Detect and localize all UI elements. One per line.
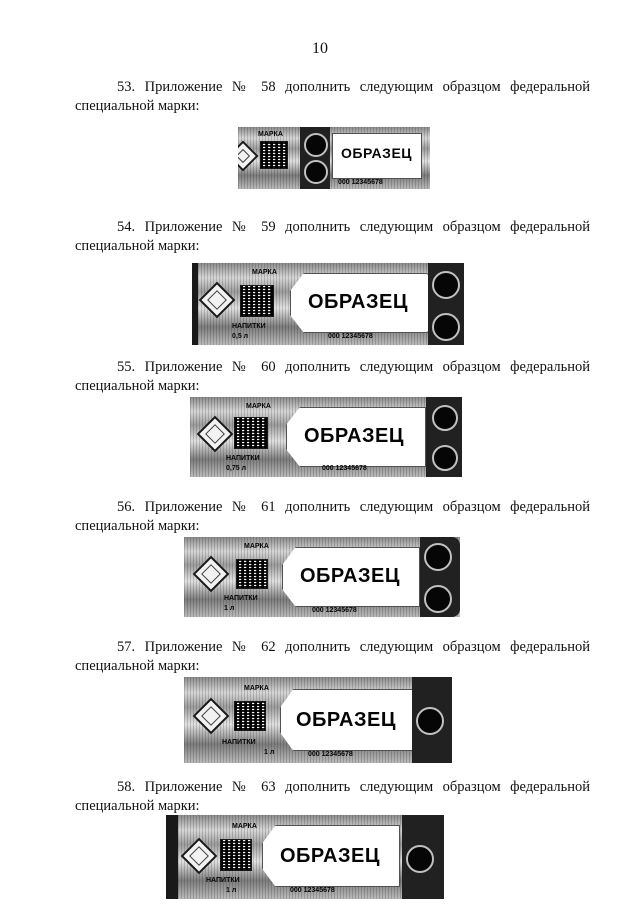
sample-panel xyxy=(282,547,420,607)
hologram-circle xyxy=(432,271,460,299)
hologram-circle xyxy=(416,707,444,735)
mark-label: МАРКА xyxy=(252,269,277,276)
serial-number: 000 12345678 xyxy=(290,887,335,894)
datamatrix-code xyxy=(220,839,252,871)
paragraph-line: 53. Приложение № 58 дополнить следующим … xyxy=(117,79,590,95)
sample-word: ОБРАЗЕЦ xyxy=(296,709,396,731)
drinks-label: НАПИТКИ xyxy=(232,323,266,330)
hologram-circle xyxy=(304,133,328,157)
datamatrix-code xyxy=(234,417,268,449)
stamp-sample-56: МАРКА НАПИТКИ 1 л ОБРАЗЕЦ 000 12345678 xyxy=(184,537,460,617)
emblem-icon xyxy=(196,415,234,453)
volume-label: 1 л xyxy=(224,605,235,612)
volume-label: 0,5 л xyxy=(232,333,249,340)
serial-number: 000 12345678 xyxy=(322,465,367,472)
stamp-sample-54: МАРКА НАПИТКИ 0,5 л ОБРАЗЕЦ 000 12345678 xyxy=(192,263,464,345)
drinks-label: НАПИТКИ xyxy=(226,455,260,462)
hologram-circle xyxy=(424,543,452,571)
sample-panel xyxy=(332,133,422,179)
paragraph-54: 54. Приложение № 59 дополнить следующим … xyxy=(75,218,590,256)
paragraph-58: 58. Приложение № 63 дополнить следующим … xyxy=(75,778,590,816)
paragraph-line: специальной марки: xyxy=(75,658,200,674)
hologram-circle xyxy=(432,313,460,341)
stamp-sample-57: МАРКА НАПИТКИ 1 л ОБРАЗЕЦ 000 12345678 xyxy=(184,677,452,763)
mark-label: МАРКА xyxy=(244,685,269,692)
paragraph-line: 57. Приложение № 62 дополнить следующим … xyxy=(117,639,590,655)
stamp-sample-58: МАРКА НАПИТКИ 1 л ОБРАЗЕЦ 000 12345678 xyxy=(166,815,444,899)
stamp-edge xyxy=(192,263,198,345)
paragraph-line: 55. Приложение № 60 дополнить следующим … xyxy=(117,359,590,375)
paragraph-55: 55. Приложение № 60 дополнить следующим … xyxy=(75,358,590,396)
hologram-circle xyxy=(406,845,434,873)
paragraph-line: специальной марки: xyxy=(75,98,200,114)
paragraph-57: 57. Приложение № 62 дополнить следующим … xyxy=(75,638,590,676)
paragraph-line: специальной марки: xyxy=(75,798,200,814)
hologram-circle xyxy=(432,405,458,431)
sample-word: ОБРАЗЕЦ xyxy=(341,145,413,161)
hologram-circle xyxy=(424,585,452,613)
datamatrix-code xyxy=(236,559,268,589)
emblem-icon xyxy=(192,697,230,735)
sample-panel xyxy=(262,825,400,887)
emblem-icon xyxy=(198,281,236,319)
serial-number: 000 12345678 xyxy=(338,179,383,186)
sample-panel xyxy=(280,689,414,751)
mark-label: МАРКА xyxy=(232,823,257,830)
drinks-label: НАПИТКИ xyxy=(222,739,256,746)
drinks-label: НАПИТКИ xyxy=(224,595,258,602)
paragraph-line: специальной марки: xyxy=(75,238,200,254)
mark-label: МАРКА xyxy=(246,403,271,410)
paragraph-line: специальной марки: xyxy=(75,518,200,534)
sample-word: ОБРАЗЕЦ xyxy=(280,845,380,867)
hologram-circle xyxy=(432,445,458,471)
volume-label: 0,75 л xyxy=(226,465,247,472)
paragraph-line: 56. Приложение № 61 дополнить следующим … xyxy=(117,499,590,515)
datamatrix-code xyxy=(234,701,266,731)
paragraph-53: 53. Приложение № 58 дополнить следующим … xyxy=(75,78,590,116)
stamp-sample-55: МАРКА НАПИТКИ 0,75 л ОБРАЗЕЦ 000 1234567… xyxy=(190,397,462,477)
serial-number: 000 12345678 xyxy=(312,607,357,614)
sample-word: ОБРАЗЕЦ xyxy=(300,565,400,587)
serial-number: 000 12345678 xyxy=(308,751,353,758)
datamatrix-code xyxy=(240,285,274,317)
volume-label: 1 л xyxy=(264,749,275,756)
volume-label: 1 л xyxy=(226,887,237,894)
paragraph-56: 56. Приложение № 61 дополнить следующим … xyxy=(75,498,590,536)
sample-panel xyxy=(286,407,426,467)
paragraph-line: 54. Приложение № 59 дополнить следующим … xyxy=(117,219,590,235)
paragraph-line: 58. Приложение № 63 дополнить следующим … xyxy=(117,779,590,795)
sample-word: ОБРАЗЕЦ xyxy=(304,425,404,447)
emblem-icon xyxy=(238,140,259,172)
emblem-icon xyxy=(192,555,230,593)
drinks-label: НАПИТКИ xyxy=(206,877,240,884)
hologram-circle xyxy=(304,160,328,184)
sample-word: ОБРАЗЕЦ xyxy=(308,291,408,313)
emblem-icon xyxy=(180,837,218,875)
sample-panel xyxy=(290,273,430,333)
serial-number: 000 12345678 xyxy=(328,333,373,340)
paragraph-line: специальной марки: xyxy=(75,378,200,394)
stamp-sample-53: МАРКА ОБРАЗЕЦ 000 12345678 xyxy=(238,127,430,189)
stamp-edge xyxy=(166,815,178,899)
page-number: 10 xyxy=(312,40,328,57)
datamatrix-code xyxy=(260,141,288,169)
mark-label: МАРКА xyxy=(258,131,283,138)
mark-label: МАРКА xyxy=(244,543,269,550)
